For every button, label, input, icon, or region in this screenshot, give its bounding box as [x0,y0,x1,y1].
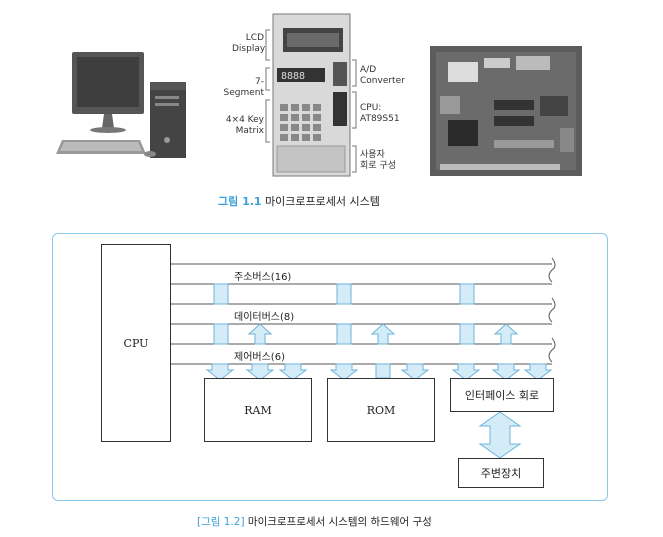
peripheral-label: 주변장치 [480,467,522,480]
cpu-block: CPU [101,244,171,442]
interface-peripheral-arrow [478,411,522,459]
bus-break-marks [548,257,556,363]
rom-connector [375,363,391,379]
ram-block: RAM [204,378,312,442]
address-bus-label: 주소버스(16) [234,272,292,283]
cpu-chip-label: CPU:AT89S51 [360,103,400,124]
diagram-frame [52,233,608,501]
control-bus-label: 제어버스(6) [234,352,285,363]
svg-text:8888: 8888 [281,71,305,82]
rom-label: ROM [366,403,396,417]
ram-label: RAM [244,403,272,417]
figure-1-caption: 그림 1.1 마이크로프로세서 시스템 [218,193,380,209]
figure-1-number: 그림 1.1 [218,195,262,208]
computer-illustration [56,52,186,158]
rom-block: ROM [327,378,435,442]
trainer-board-2 [430,46,582,176]
seven-segment-label: 7-Segment [223,77,265,98]
address-connectors [213,283,475,345]
figure-1-title: 마이크로프로세서 시스템 [265,195,380,208]
figure-2-caption: [그림 1.2] 마이크로프로세서 시스템의 하드웨어 구성 [197,514,432,529]
data-bus-label: 데이터버스(8) [234,312,295,323]
bus-lines [170,263,552,365]
interface-circuit-block: 인터페이스 회로 [450,378,554,412]
peripheral-block: 주변장치 [458,458,544,488]
figure-2-title: 마이크로프로세서 시스템의 하드웨어 구성 [247,516,432,528]
photo-illustrations: 8888 [56,13,582,177]
interface-circuit-label: 인터페이스 회로 [464,389,540,402]
data-up-arrows [248,323,518,345]
figure-2-number: [그림 1.2] [197,516,245,528]
trainer-board-1: 8888 [265,13,357,177]
cpu-label: CPU [123,336,149,350]
